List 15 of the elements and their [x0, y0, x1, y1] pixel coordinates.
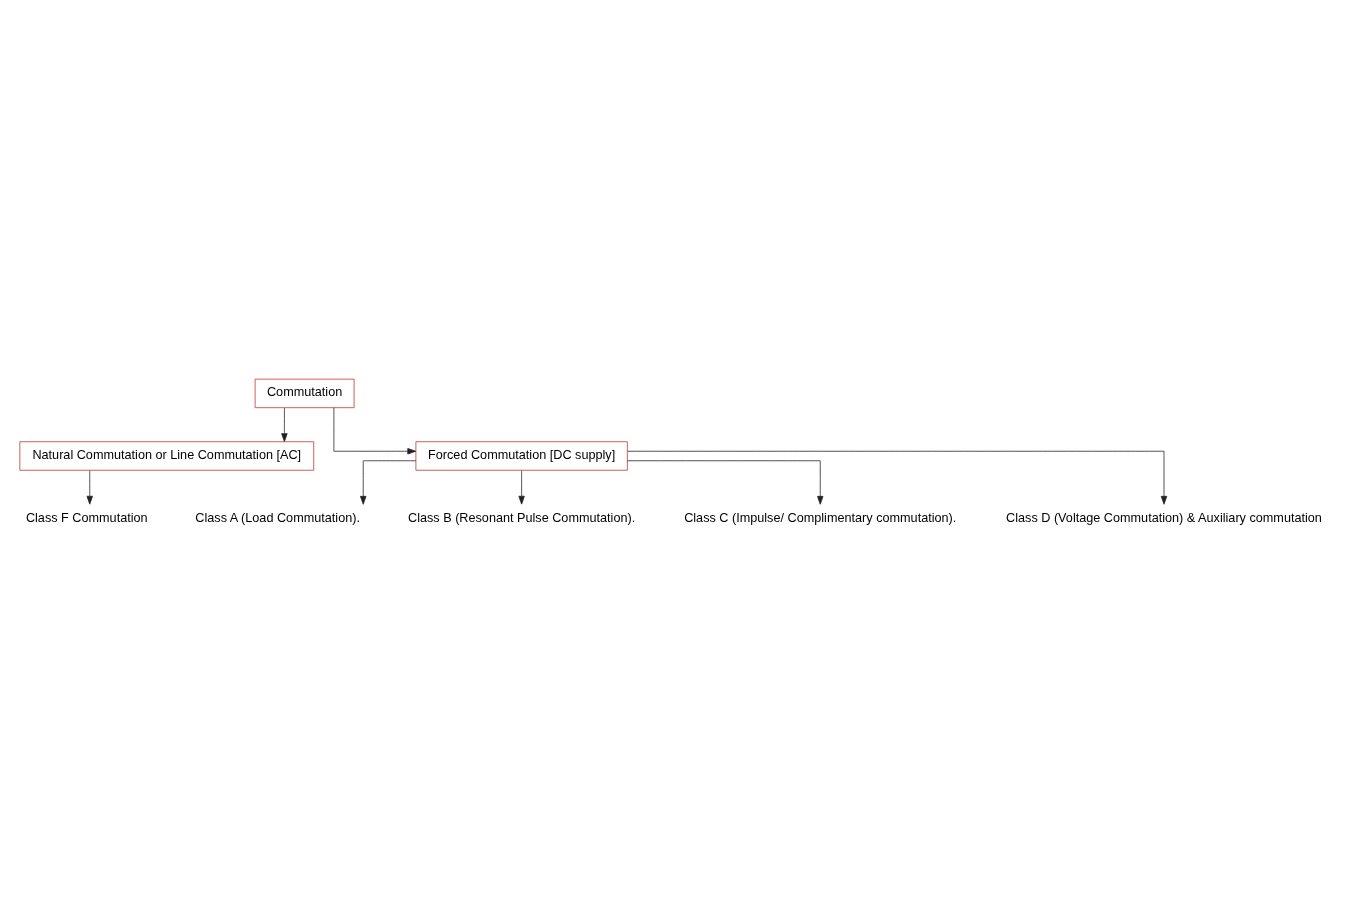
node-text: Class D (Voltage Commutation) & Auxiliary commutation	[1006, 510, 1322, 525]
arrow	[518, 469, 525, 505]
node-box: Forced Commutation [DC supply]	[415, 440, 628, 471]
node-text: Class F Commutation	[25, 510, 148, 525]
arrow	[333, 406, 417, 454]
node-text: Class A (Load Commutation).	[195, 510, 360, 525]
node-box: Natural Commutation or Line Commutation [AC]	[19, 440, 315, 471]
arrow	[627, 459, 824, 505]
node-box: Commutation	[254, 378, 355, 408]
arrow	[627, 450, 1168, 505]
arrow	[360, 459, 417, 505]
node-text: Class B (Resonant Pulse Commutation).	[408, 510, 636, 525]
node-text: Class C (Impulse/ Complimentary commutation).	[684, 510, 957, 525]
arrow	[281, 407, 288, 442]
arrow	[86, 469, 93, 505]
